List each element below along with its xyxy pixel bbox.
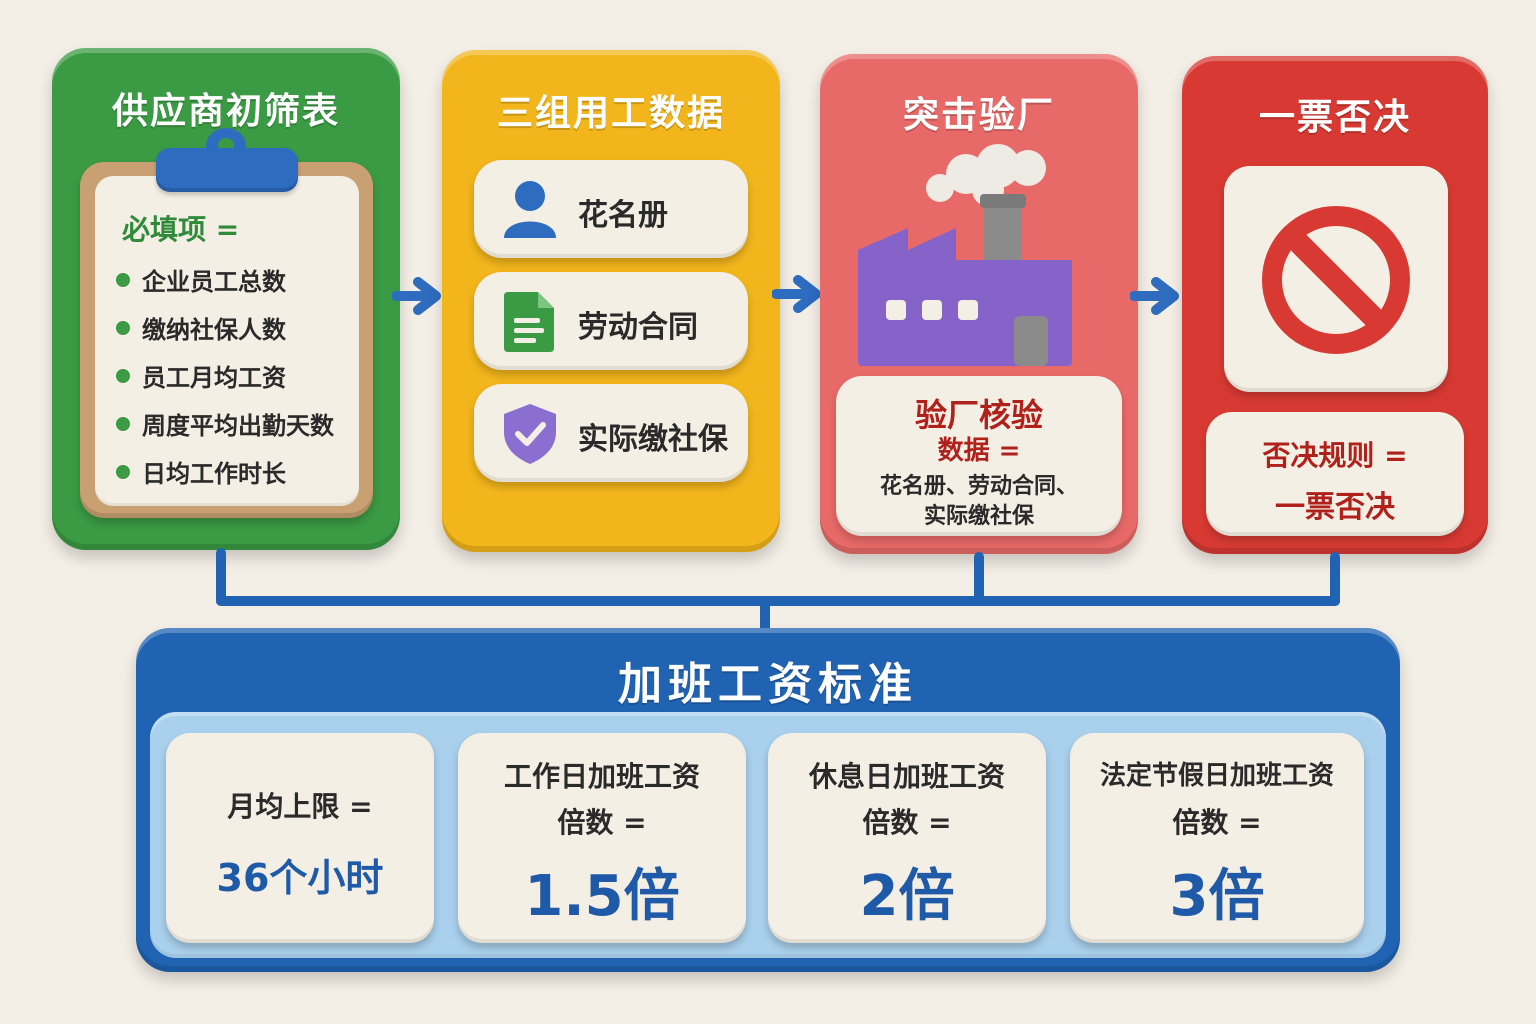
overtime-title: 加班工资标准 xyxy=(618,659,918,710)
inspection-title: 突击验厂 xyxy=(902,95,1055,136)
restday-label: 休息日加班工资 xyxy=(808,760,1005,793)
arrow-right-icon xyxy=(1130,277,1179,315)
contract-card: 劳动合同 xyxy=(474,272,748,370)
restday-label-2: 倍数 = xyxy=(862,806,952,839)
workday-value: 1.5倍 xyxy=(524,864,680,929)
workday-label-2: 倍数 = xyxy=(557,806,647,839)
restday-value: 2倍 xyxy=(859,864,955,929)
workday-multiplier-card: 工作日加班工资 倍数 = 1.5倍 xyxy=(458,733,746,943)
required-heading: 必填项 = xyxy=(122,213,240,246)
factory-icon xyxy=(858,144,1072,366)
clipboard-paper xyxy=(95,176,359,506)
connector-line xyxy=(760,596,770,642)
contract-label: 劳动合同 xyxy=(578,310,698,345)
veto-title: 一票否决 xyxy=(1258,97,1411,138)
screening-title: 供应商初筛表 xyxy=(111,91,340,132)
restday-multiplier-card: 休息日加班工资 倍数 = 2倍 xyxy=(768,733,1046,943)
roster-label: 花名册 xyxy=(578,198,668,233)
data-groups-title: 三组用工数据 xyxy=(496,93,725,134)
connector-line xyxy=(1330,552,1340,606)
inspection-card-line2: 实际缴社保 xyxy=(923,504,1034,529)
list-item: 员工月均工资 xyxy=(116,358,286,393)
prohibited-icon xyxy=(1262,206,1410,354)
holiday-multiplier-card: 法定节假日加班工资 倍数 = 3倍 xyxy=(1070,733,1364,943)
list-item: 周度平均出勤天数 xyxy=(116,406,334,441)
clipboard-clip-icon xyxy=(156,148,298,192)
arrow-right-icon xyxy=(392,277,441,315)
veto-icon-card xyxy=(1224,166,1448,392)
inspection-card-title: 验厂核验 xyxy=(914,396,1043,434)
social-security-card: 实际缴社保 xyxy=(474,384,748,482)
shield-check-icon xyxy=(504,404,556,464)
workday-label: 工作日加班工资 xyxy=(503,760,700,793)
list-item: 企业员工总数 xyxy=(116,262,286,297)
veto-rule-label: 否决规则 = xyxy=(1262,439,1408,472)
connector-line xyxy=(216,548,226,606)
bullet-icon xyxy=(116,416,130,431)
bullet-icon xyxy=(116,272,130,287)
monthly-limit-card: 月均上限 = 36个小时 xyxy=(166,733,434,943)
document-icon xyxy=(504,292,554,352)
inspection-card: 验厂核验 数据 = 花名册、劳动合同、 实际缴社保 xyxy=(836,376,1122,536)
roster-card: 花名册 xyxy=(474,160,748,258)
list-item: 日均工作时长 xyxy=(116,454,286,489)
inspection-card-sub: 数据 = xyxy=(937,436,1021,466)
holiday-label: 法定节假日加班工资 xyxy=(1099,761,1334,791)
connector-line xyxy=(216,596,1340,606)
connector-line xyxy=(974,552,984,606)
bullet-icon xyxy=(116,320,130,335)
arrow-right-icon xyxy=(772,275,821,313)
social-security-label: 实际缴社保 xyxy=(578,422,728,457)
holiday-label-2: 倍数 = xyxy=(1172,806,1262,839)
bullet-icon xyxy=(116,464,130,479)
holiday-value: 3倍 xyxy=(1169,864,1265,929)
monthly-limit-value: 36个小时 xyxy=(216,856,384,900)
inspection-card-line1: 花名册、劳动合同、 xyxy=(879,474,1078,499)
bullet-icon xyxy=(116,368,130,383)
list-item: 缴纳社保人数 xyxy=(116,310,286,345)
person-icon xyxy=(504,181,556,238)
veto-rule-card: 否决规则 = 一票否决 xyxy=(1206,412,1464,536)
veto-rule-value: 一票否决 xyxy=(1275,490,1395,525)
monthly-limit-label: 月均上限 = xyxy=(227,790,373,823)
